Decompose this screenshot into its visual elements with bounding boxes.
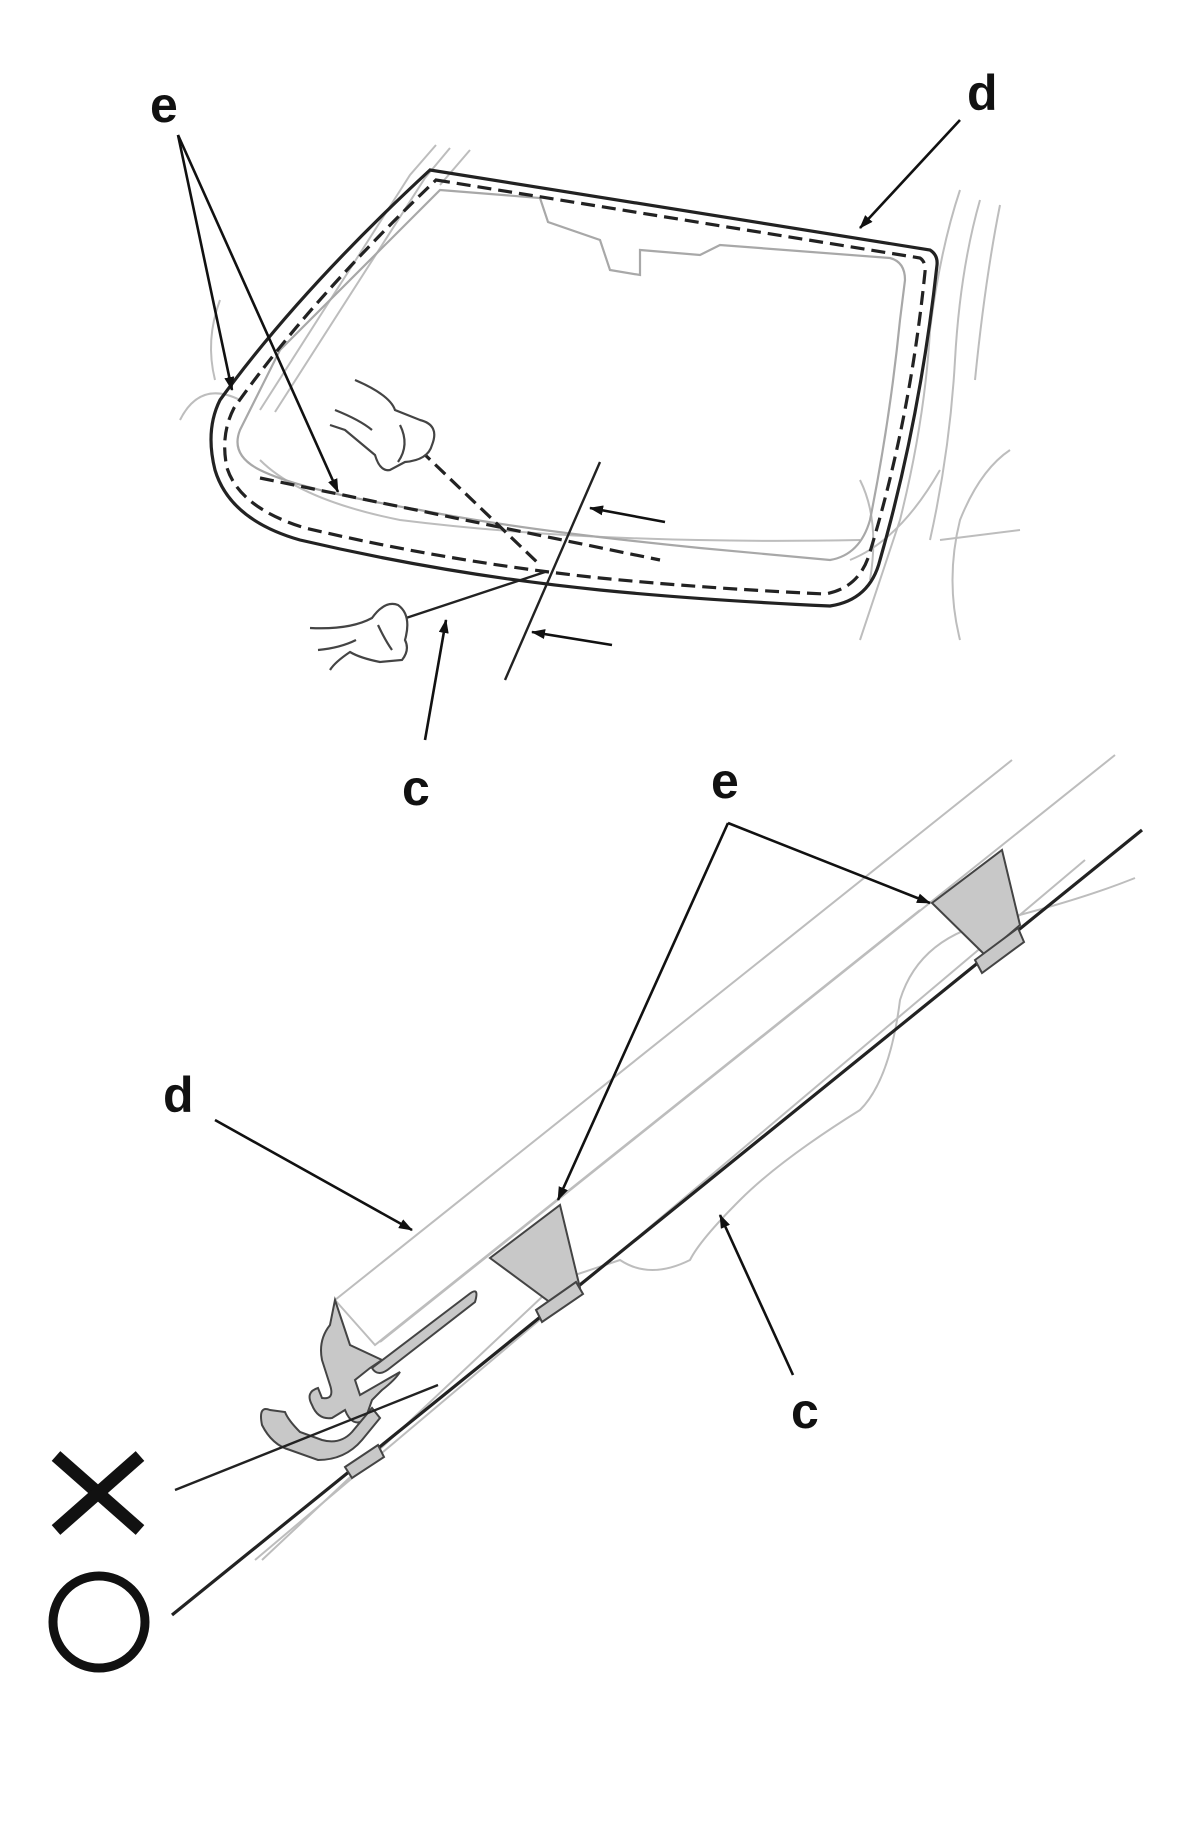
leader-top-d — [859, 119, 961, 229]
leader-bottom-d — [214, 1118, 413, 1232]
hand-lower-icon — [309, 602, 409, 671]
label-bottom-d: d — [163, 1067, 194, 1123]
cutting-wire — [399, 570, 546, 622]
leader-bottom-e-2 — [727, 821, 931, 905]
label-top-d: d — [967, 65, 998, 121]
leader-top-e-2 — [176, 134, 340, 493]
bottom-cross-section-view: e d c — [48, 753, 1144, 1673]
dashed-guide-upper — [259, 476, 661, 562]
correct-mark-icon — [48, 1571, 150, 1673]
incorrect-mark-icon — [51, 1451, 145, 1535]
top-windshield-view: e d c — [150, 65, 1021, 816]
label-top-e: e — [150, 77, 178, 133]
urethane-bead-line — [223, 178, 927, 596]
vehicle-body-outline — [179, 144, 1021, 641]
dashed-guide-lower — [418, 448, 542, 567]
molding-profile — [260, 1290, 478, 1480]
spacer-block-upper — [930, 848, 1022, 957]
direction-arrow-upper — [589, 505, 666, 524]
label-top-c: c — [402, 760, 430, 816]
leader-bottom-c — [718, 1214, 795, 1376]
spacer-base-lower — [534, 1280, 585, 1324]
label-bottom-e: e — [711, 753, 739, 809]
label-bottom-c: c — [791, 1383, 819, 1439]
leader-bottom-e-1 — [556, 822, 730, 1201]
hand-upper-icon — [329, 378, 436, 472]
reference-line — [503, 461, 602, 681]
spacer-base-upper — [973, 926, 1026, 975]
leader-top-e-1 — [176, 134, 235, 391]
windshield-outer-edge — [209, 168, 939, 608]
leader-top-c — [423, 619, 449, 741]
windshield-glass-inner — [236, 188, 907, 562]
incorrect-indicator-line — [174, 1383, 439, 1492]
direction-arrow-lower — [531, 629, 613, 647]
